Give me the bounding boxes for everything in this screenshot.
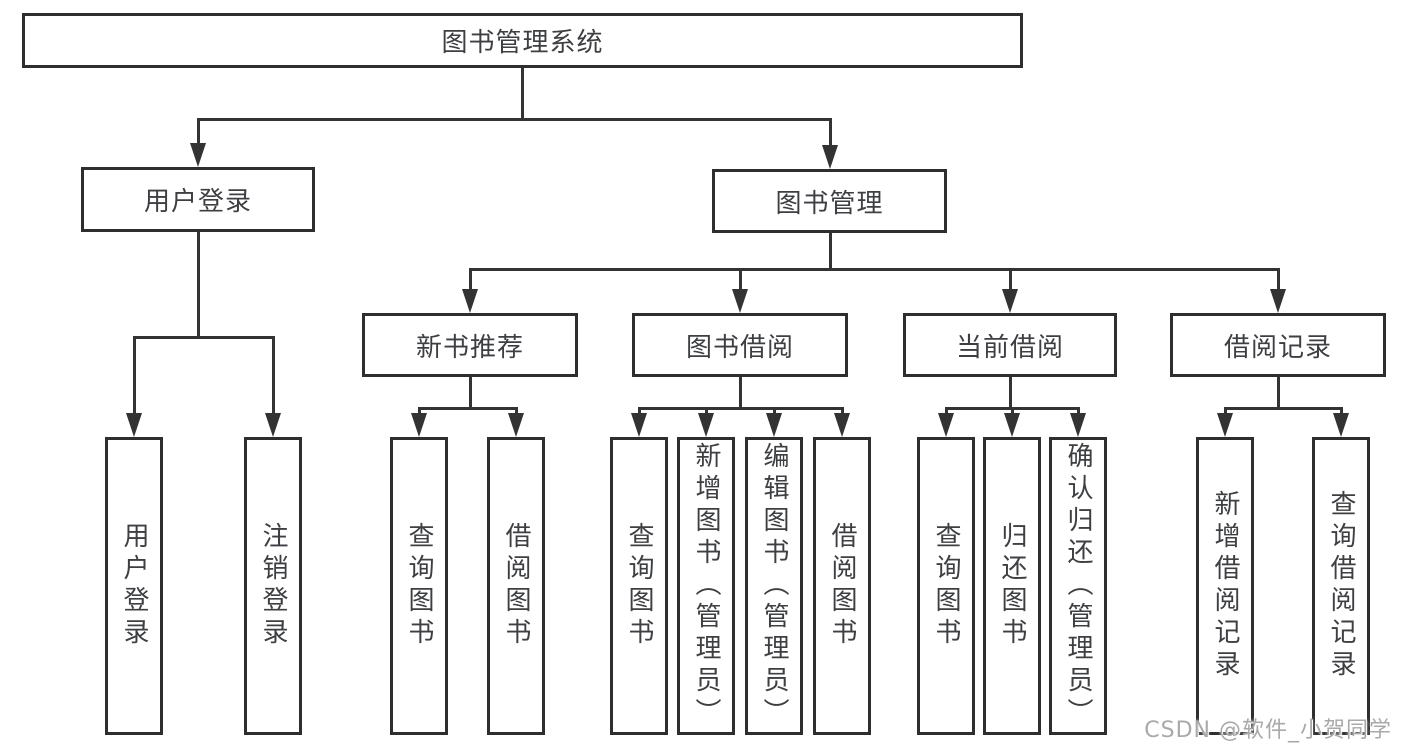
connector-stem-borrow-record	[1276, 377, 1280, 410]
arrowhead-logout	[265, 413, 281, 437]
node-nb-query-books: 查询图书	[390, 437, 448, 735]
arrowhead-user-login	[190, 143, 206, 167]
arrowhead-br-add-record	[1217, 413, 1233, 437]
node-label-cb-query-books: 查询图书	[931, 522, 961, 650]
node-bb-query-books: 查询图书	[610, 437, 668, 735]
arrowhead-login	[126, 413, 142, 437]
node-label-nb-borrow-books: 借阅图书	[501, 522, 531, 650]
connector-drop-login	[132, 336, 136, 419]
node-label-nb-query-books: 查询图书	[404, 522, 434, 650]
node-new-book-recommend: 新书推荐	[362, 313, 578, 377]
node-label-book-management: 图书管理	[775, 188, 884, 219]
arrowhead-bb-add-books	[698, 413, 714, 437]
arrowhead-br-query-record	[1333, 413, 1349, 437]
connector-stem-user-login	[196, 232, 200, 339]
node-label-bb-edit-books: 编辑图书（管理员）	[759, 442, 789, 730]
connector-drop-book-borrow	[738, 268, 742, 295]
connector-stem-book-management	[828, 233, 832, 271]
node-label-login: 用户登录	[119, 522, 149, 650]
node-label-cb-return-books: 归还图书	[997, 522, 1027, 650]
node-label-bb-borrow-books: 借阅图书	[827, 522, 857, 650]
node-label-cb-confirm-return: 确认归还（管理员）	[1063, 442, 1093, 730]
node-label-bb-add-books: 新增图书（管理员）	[691, 442, 721, 730]
arrowhead-current-borrow	[1002, 289, 1018, 313]
node-br-add-record: 新增借阅记录	[1196, 437, 1254, 735]
node-label-new-book-recommend: 新书推荐	[415, 332, 524, 363]
connector-bar-root	[196, 118, 832, 121]
connector-bar-book-management	[468, 268, 1280, 271]
node-label-borrow-record: 借阅记录	[1223, 332, 1332, 363]
node-label-bb-query-books: 查询图书	[624, 522, 654, 650]
node-root: 图书管理系统	[22, 13, 1023, 68]
connector-stem-new-book-recommend	[468, 377, 472, 410]
node-borrow-record: 借阅记录	[1170, 313, 1386, 377]
connector-stem-root	[520, 68, 524, 121]
node-cb-query-books: 查询图书	[917, 437, 975, 735]
connector-drop-user-login	[196, 118, 200, 149]
node-label-root: 图书管理系统	[441, 28, 604, 58]
node-bb-add-books: 新增图书（管理员）	[677, 437, 735, 735]
arrowhead-bb-query-books	[631, 413, 647, 437]
node-label-logout: 注销登录	[258, 522, 288, 650]
connector-drop-book-management	[828, 118, 832, 151]
arrowhead-cb-return-books	[1004, 413, 1020, 437]
arrowhead-new-book-recommend	[462, 289, 478, 313]
arrowhead-borrow-record	[1270, 289, 1286, 313]
node-label-book-borrow: 图书借阅	[685, 332, 794, 363]
arrowhead-bb-edit-books	[766, 413, 782, 437]
connector-bar-book-borrow	[637, 407, 844, 410]
node-cb-return-books: 归还图书	[983, 437, 1041, 735]
connector-stem-current-borrow	[1008, 377, 1012, 410]
arrowhead-nb-borrow-books	[508, 413, 524, 437]
node-bb-edit-books: 编辑图书（管理员）	[745, 437, 803, 735]
node-user-login: 用户登录	[81, 167, 315, 232]
node-nb-borrow-books: 借阅图书	[487, 437, 545, 735]
connector-bar-new-book-recommend	[417, 407, 518, 410]
connector-drop-borrow-record	[1276, 268, 1280, 295]
node-label-br-add-record: 新增借阅记录	[1210, 490, 1240, 682]
arrowhead-cb-confirm-return	[1070, 413, 1086, 437]
connector-drop-current-borrow	[1008, 268, 1012, 295]
node-logout: 注销登录	[244, 437, 302, 735]
node-current-borrow: 当前借阅	[903, 313, 1117, 377]
node-book-borrow: 图书借阅	[632, 313, 848, 377]
arrowhead-book-borrow	[732, 289, 748, 313]
node-label-br-query-record: 查询借阅记录	[1326, 490, 1356, 682]
connector-stem-book-borrow	[738, 377, 742, 410]
connector-bar-borrow-record	[1223, 407, 1343, 410]
arrowhead-nb-query-books	[411, 413, 427, 437]
node-book-management: 图书管理	[712, 169, 947, 233]
connector-bar-user-login	[132, 336, 275, 339]
node-label-user-login: 用户登录	[143, 187, 252, 217]
arrowhead-cb-query-books	[938, 413, 954, 437]
node-login: 用户登录	[105, 437, 163, 735]
node-br-query-record: 查询借阅记录	[1312, 437, 1370, 735]
arrowhead-book-management	[822, 145, 838, 169]
arrowhead-bb-borrow-books	[834, 413, 850, 437]
node-bb-borrow-books: 借阅图书	[813, 437, 871, 735]
node-label-current-borrow: 当前借阅	[955, 332, 1064, 363]
connector-drop-logout	[271, 336, 275, 419]
node-cb-confirm-return: 确认归还（管理员）	[1049, 437, 1107, 735]
connector-drop-new-book-recommend	[468, 268, 472, 295]
csdn-watermark: CSDN @软件_小贺同学	[1144, 718, 1392, 743]
